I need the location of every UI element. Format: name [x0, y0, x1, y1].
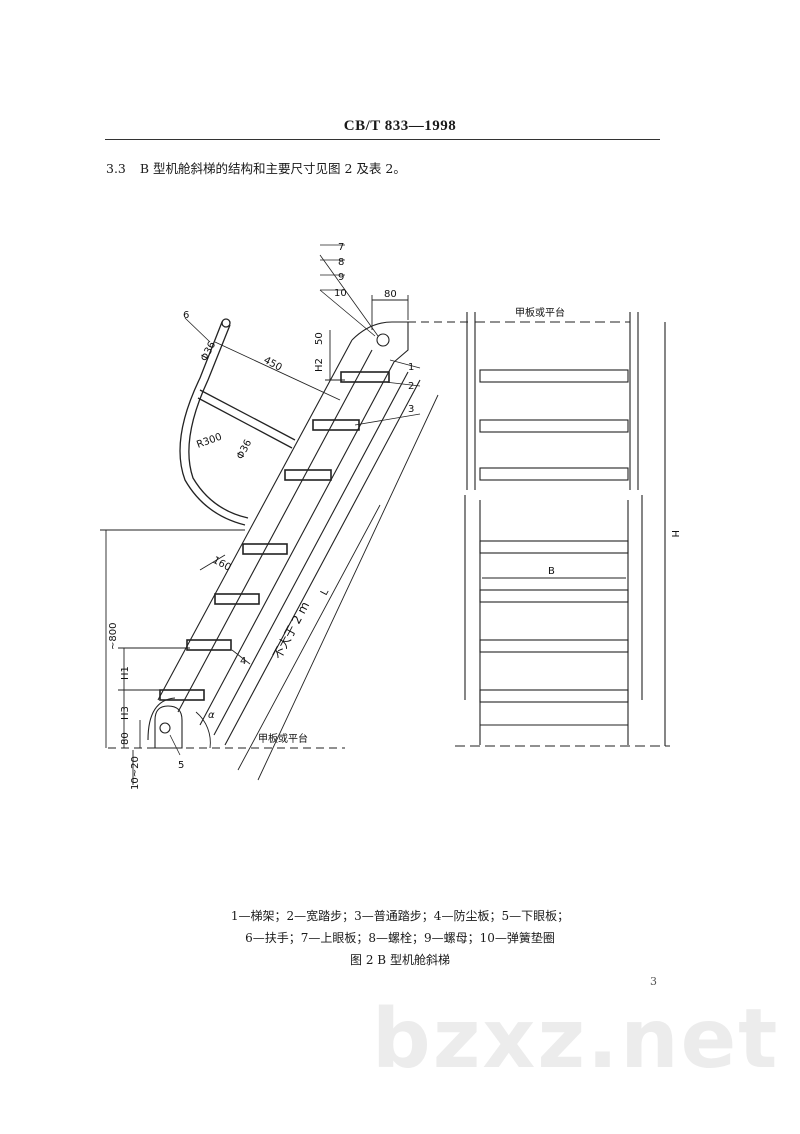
callout-7: 7 [338, 242, 344, 253]
ladder-steps [159, 371, 390, 701]
dim-bottom-offset: 80 [120, 732, 131, 745]
callout-10: 10 [334, 288, 347, 299]
section-text: B 型机舱斜梯的结构和主要尺寸见图 2 及表 2。 [139, 161, 406, 176]
dim-h1-label: H1 [120, 666, 131, 680]
dimension-lines [100, 295, 439, 785]
callout-3: 3 [408, 404, 414, 415]
header-rule [105, 139, 660, 140]
upper-eye-plate [351, 321, 409, 363]
dim-step-pitch: 160 [211, 555, 233, 574]
figure-title: 图 2 B 型机舱斜梯 [350, 953, 450, 967]
watermark: bzxz.net [372, 992, 780, 1087]
dim-h2-value: 50 [314, 332, 325, 345]
callout-5: 5 [178, 760, 184, 771]
callout-leaders [169, 244, 421, 756]
front-view-steps [479, 369, 629, 726]
callout-4: 4 [240, 656, 246, 667]
standard-code-header: CB/T 833—1998 [343, 118, 457, 134]
dim-height-label: H [669, 530, 680, 538]
callout-9: 9 [338, 272, 344, 283]
callout-8: 8 [338, 257, 344, 268]
dim-top-offset: 80 [384, 289, 397, 300]
handrail [179, 318, 296, 526]
callout-1: 1 [408, 362, 414, 373]
section-paragraph: 3.3 B 型机舱斜梯的结构和主要尺寸见图 2 及表 2。 [106, 158, 406, 177]
dim-length-note: 不大于 2 m [270, 599, 312, 661]
figure-legend-line-1: 1—梯架；2—宽踏步；3—普通踏步；4—防尘板；5—下眼板； [230, 909, 570, 923]
dim-handrail-dia-mid: Φ36 [235, 438, 254, 461]
ladder-stringers [157, 339, 421, 746]
figure-legend-line-2: 6—扶手；7—上眼板；8—螺栓；9—螺母；10—弹簧垫圈 [245, 931, 555, 945]
page-number: 3 [650, 975, 657, 988]
callout-2: 2 [408, 381, 414, 392]
dim-h2-label: H2 [314, 358, 325, 372]
section-number: 3.3 [106, 161, 126, 176]
callout-6: 6 [183, 310, 189, 321]
deck-label-front: 甲板或平台 [515, 306, 565, 319]
dim-h3-label: H3 [120, 706, 131, 720]
dim-length-label: L [319, 587, 332, 597]
front-view [455, 312, 670, 747]
ladder-technical-drawing: 7 8 9 10 1 2 3 4 5 6 80 H2 50 Φ36 450 R3… [100, 242, 680, 790]
dim-gap: 10~20 [130, 756, 141, 790]
lower-eye-plate [147, 697, 183, 749]
dim-angle: α [208, 710, 215, 721]
dim-handrail-length: 450 [262, 355, 284, 374]
dim-width-label: B [548, 566, 555, 577]
dim-height-approx: ~800 [108, 623, 119, 650]
deck-label-side: 甲板或平台 [258, 732, 308, 745]
dim-handrail-radius: R300 [195, 432, 223, 451]
